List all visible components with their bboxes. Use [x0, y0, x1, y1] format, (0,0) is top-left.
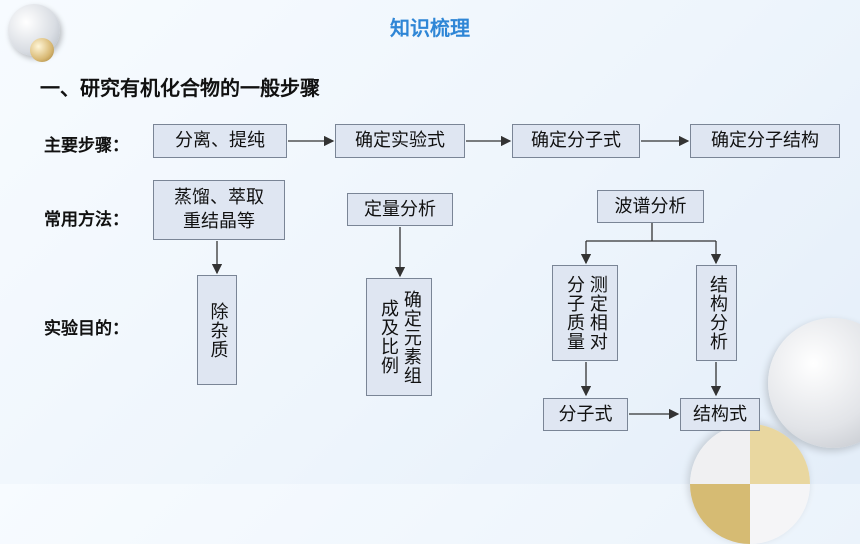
purpose-structure-text: 结构分析 [706, 275, 728, 351]
purpose-box-impurity: 除杂质 [197, 275, 237, 385]
flow-arrows [211, 135, 722, 420]
method-box-quantitative: 定量分析 [347, 193, 453, 226]
method-box-separation: 蒸馏、萃取 重结晶等 [153, 180, 285, 240]
purpose-mass-col-1: 测定相对 [586, 275, 608, 351]
row-label-purpose: 实验目的： [44, 319, 129, 339]
row-label-steps: 主要步骤： [44, 136, 129, 156]
method-separation-line-1: 蒸馏、萃取 [174, 187, 264, 208]
method-separation-line-2: 重结晶等 [183, 211, 255, 232]
result-box-structural-formula: 结构式 [680, 398, 760, 431]
row-label-methods: 常用方法： [44, 210, 129, 230]
section-heading: 一、研究有机化合物的一般步骤 [40, 76, 320, 100]
purpose-box-molecular-mass: 测定相对 分子质量 [552, 265, 618, 361]
decorative-sphere-top-left-gold [30, 38, 54, 62]
step-box-separation: 分离、提纯 [153, 124, 287, 158]
step-box-empirical-formula: 确定实验式 [335, 124, 465, 158]
purpose-mass-col-2: 分子质量 [564, 275, 585, 351]
step-box-molecular-formula: 确定分子式 [512, 124, 640, 158]
purpose-box-structure: 结构分析 [696, 265, 737, 361]
purpose-impurity-text: 除杂质 [207, 301, 229, 359]
purpose-elements-col-1: 确定元素组 [400, 289, 422, 385]
method-box-spectrum: 波谱分析 [597, 190, 704, 223]
result-box-molecular-formula: 分子式 [543, 398, 628, 431]
step-box-molecular-structure: 确定分子结构 [690, 124, 840, 158]
page-title: 知识梳理 [390, 16, 470, 40]
purpose-box-elements: 确定元素组 成及比例 [366, 278, 432, 396]
purpose-elements-col-2: 成及比例 [378, 299, 399, 375]
